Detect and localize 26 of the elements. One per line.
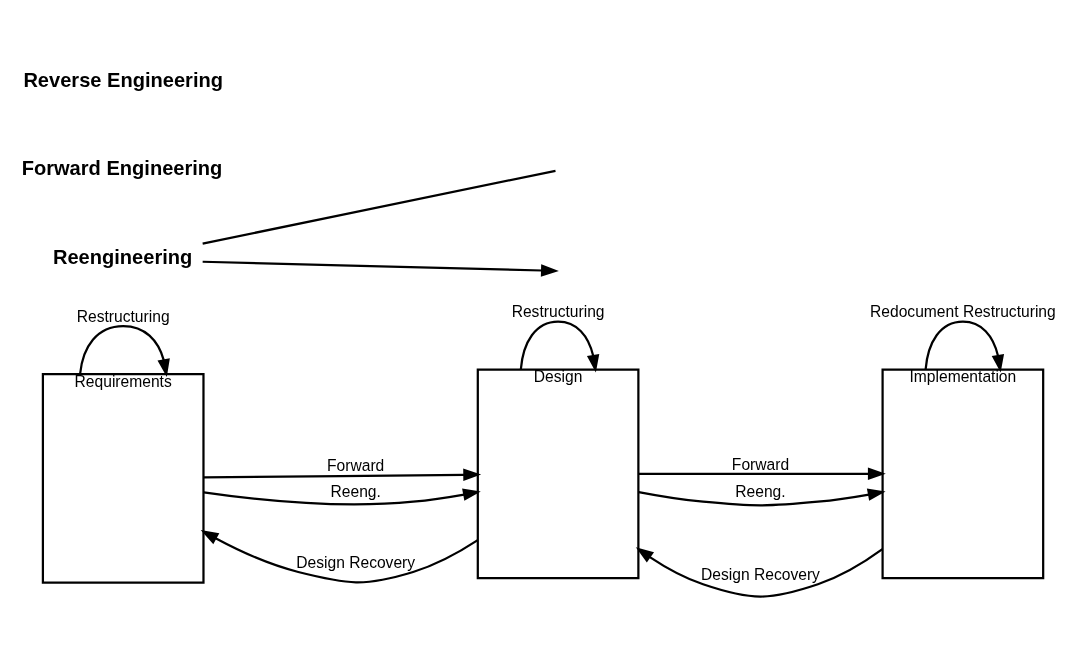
connector xyxy=(202,169,556,245)
arrow xyxy=(200,530,479,584)
node-box: Implementation xyxy=(881,368,1045,580)
arrow xyxy=(202,260,559,277)
edge-label: Design Recovery xyxy=(296,553,416,571)
arrow xyxy=(924,320,1005,373)
node-text: Reengineering xyxy=(52,245,193,268)
edge-label: Restructuring xyxy=(76,307,170,325)
edge-label: Restructuring xyxy=(511,303,605,321)
edge-label: Forward xyxy=(731,455,790,473)
node-box: Requirements xyxy=(41,372,205,584)
node-box: Design xyxy=(476,368,640,580)
arrow xyxy=(638,488,886,507)
edge-label: Reeng. xyxy=(735,483,786,501)
arrow xyxy=(203,488,481,506)
arrow xyxy=(203,468,482,482)
label: Reverse Engineering xyxy=(23,69,223,92)
arrow xyxy=(638,467,886,481)
arrow xyxy=(635,547,884,598)
edge-label: Forward xyxy=(327,456,385,474)
label: Forward Engineering xyxy=(21,157,223,180)
edge-label: Redocument Restructuring xyxy=(870,303,1056,321)
arrow xyxy=(79,324,170,378)
edge-label: Design Recovery xyxy=(701,565,820,583)
edge-label: Reeng. xyxy=(330,483,381,501)
arrow xyxy=(519,320,600,373)
